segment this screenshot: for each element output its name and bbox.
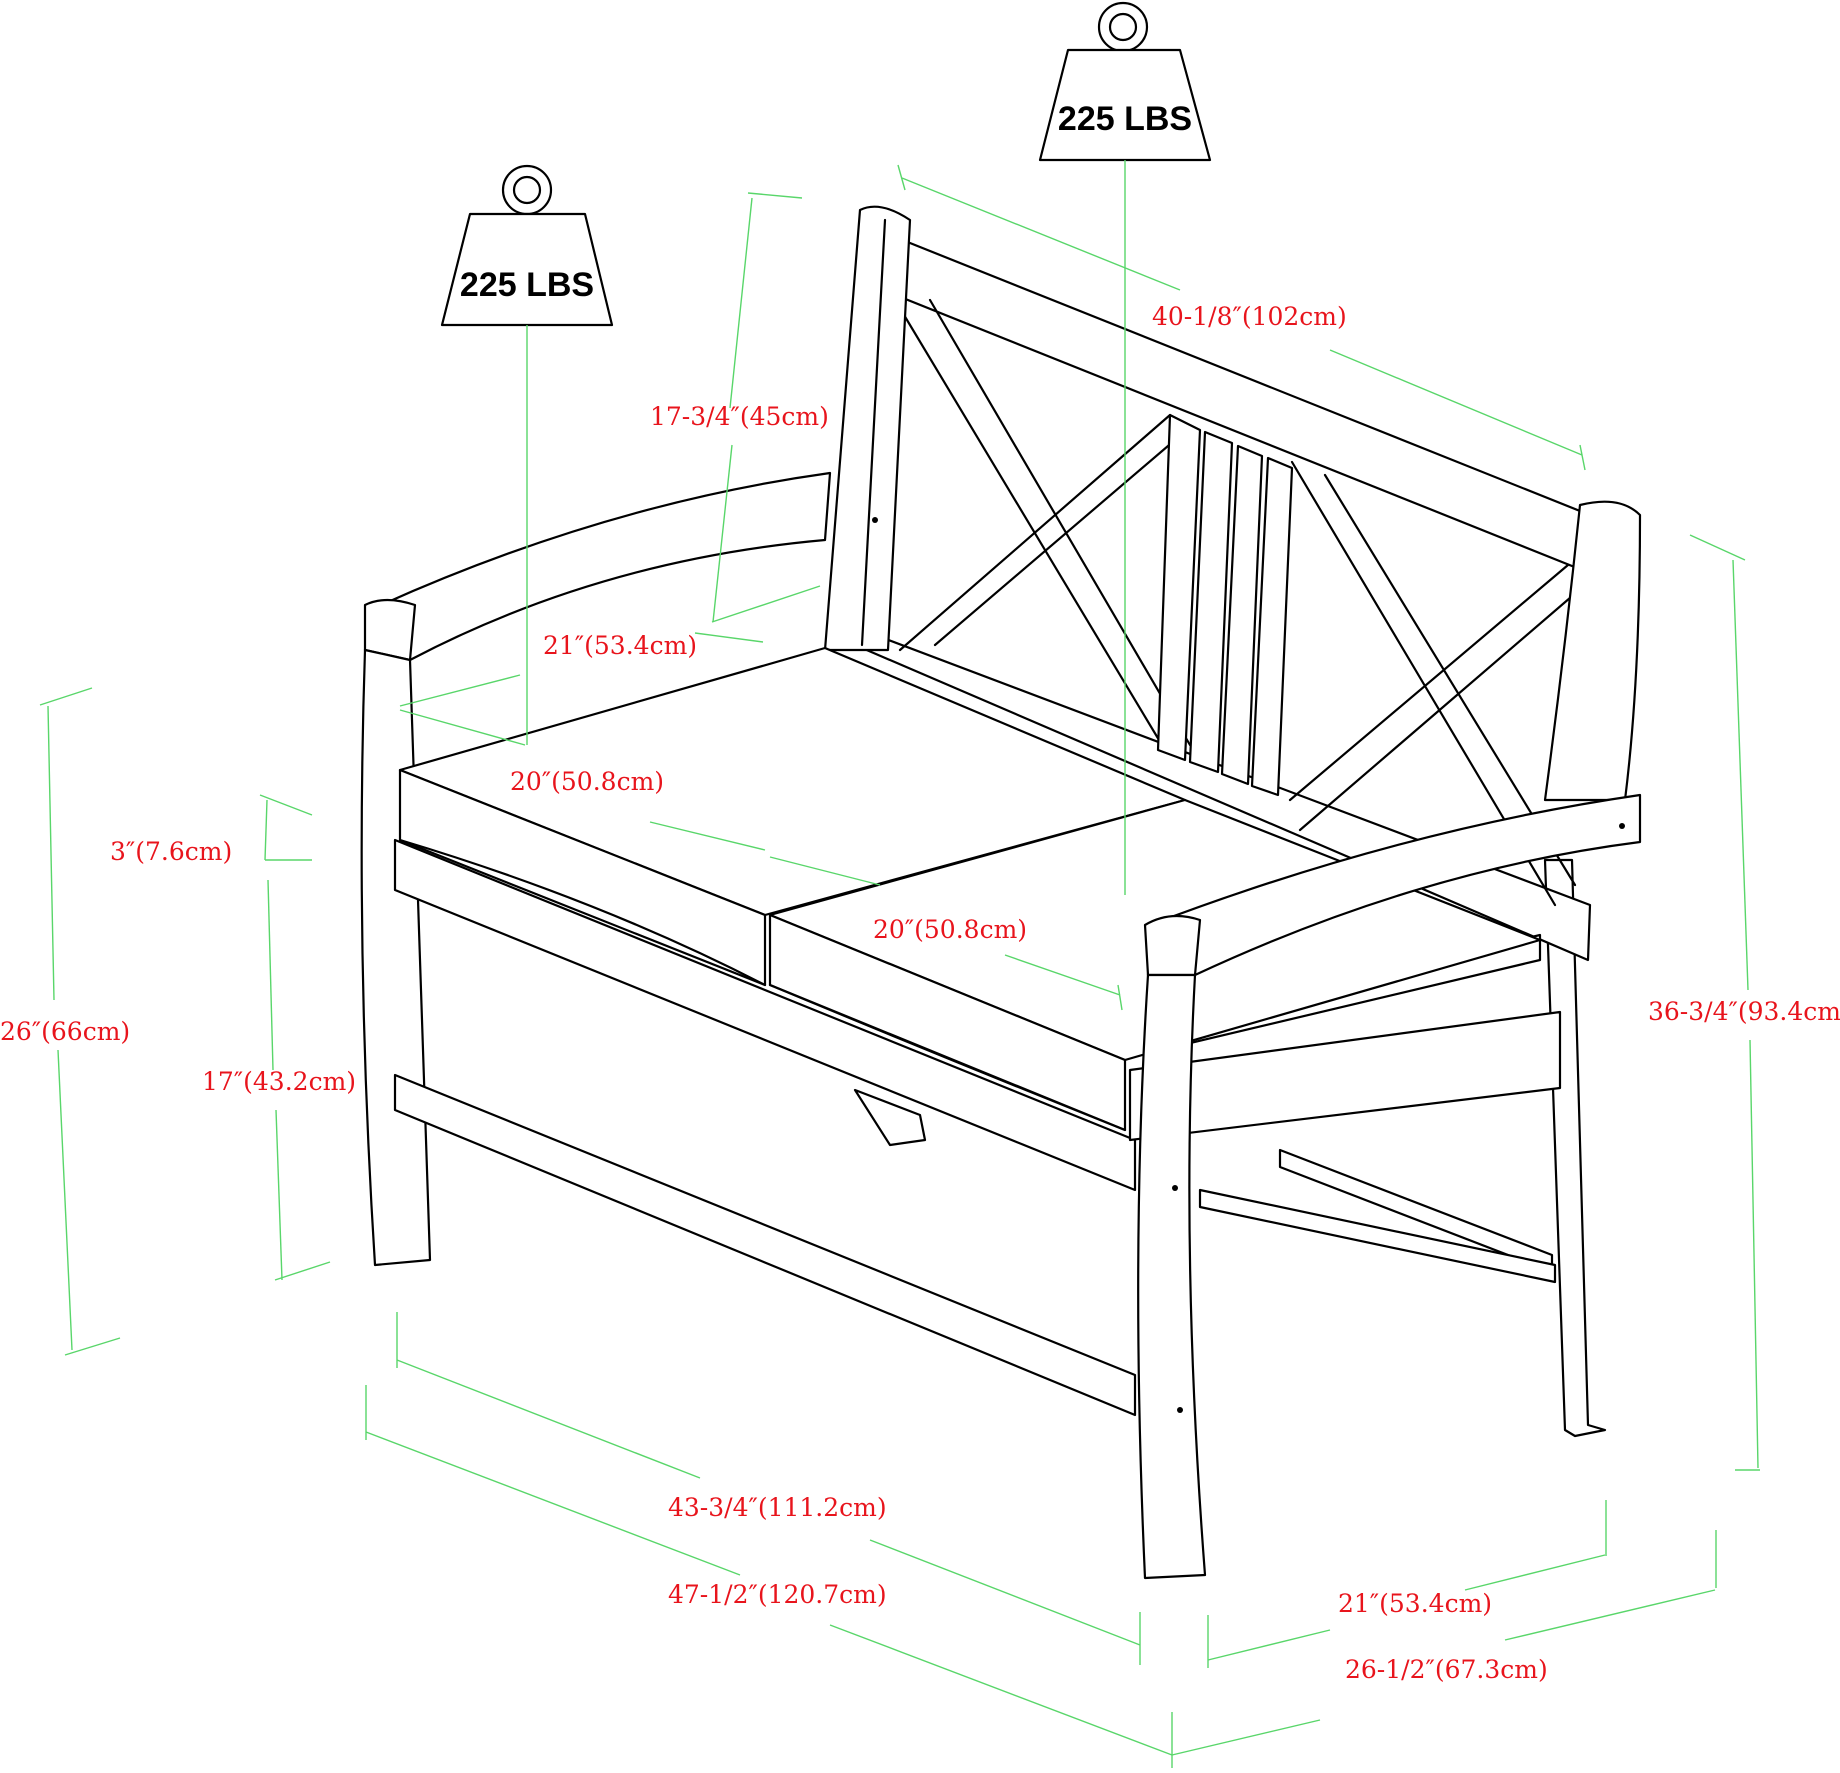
seat-weight-icon: 225 LBS [440,164,614,327]
base-depth-label: 21″(53.4cm) [1338,1589,1492,1618]
back-weight-label: 225 LBS [1058,100,1192,138]
bench-drawing [360,205,1642,1580]
seat-height-label: 17″(43.2cm) [202,1067,356,1096]
left-arm [363,471,832,662]
middle-leg [853,1088,927,1147]
left-front-leg [360,648,432,1267]
dimension-lines [39,160,1760,1768]
back-width-label: 40-1/8″(102cm) [1152,302,1347,331]
left-front-rail [393,1073,1137,1417]
right-side-stretcher [1198,1188,1557,1284]
right-front-leg [1137,973,1207,1580]
rear-right-leg [1543,858,1607,1438]
cushion-left-width-label: 20″(50.8cm) [510,767,664,796]
back-left-post [823,205,912,652]
seat-depth-label: 21″(53.4cm) [543,631,697,660]
seat-weight-label: 225 LBS [460,266,594,304]
dimension-labels: 40-1/8″(102cm) 17-3/4″(45cm) 21″(53.4cm)… [0,302,1840,1684]
inner-width-label: 43-3/4″(111.2cm) [668,1493,887,1522]
back-right-post [1543,500,1642,802]
overall-width-label: 47-1/2″(120.7cm) [668,1580,887,1609]
back-height-label: 17-3/4″(45cm) [650,402,829,431]
arm-height-label: 26″(66cm) [0,1017,130,1046]
right-arm [1146,793,1642,977]
back-weight-icon: 225 LBS [1038,1,1212,162]
cushion-right-width-label: 20″(50.8cm) [873,915,1027,944]
overall-depth-label: 26-1/2″(67.3cm) [1345,1655,1548,1684]
cushion-thickness-label: 3″(7.6cm) [110,837,232,866]
seat-apron [393,838,1137,1192]
overall-height-label: 36-3/4″(93.4cm) [1648,997,1840,1026]
